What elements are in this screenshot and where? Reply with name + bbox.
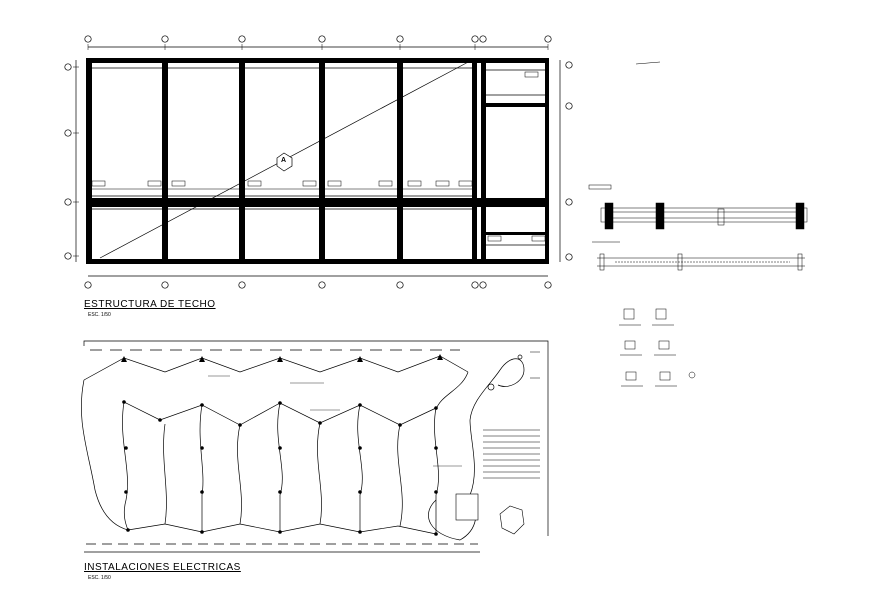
beam-details — [588, 61, 808, 387]
meter-box — [455, 493, 479, 521]
roof-plan-title: ESTRUCTURA DE TECHO — [84, 299, 216, 310]
roof-structure-plan — [64, 35, 573, 289]
beams — [86, 58, 549, 264]
legend-table — [483, 351, 540, 479]
beam-section-1 — [592, 202, 808, 243]
electrical-plan-title: INSTALACIONES ELECTRICAS — [84, 562, 241, 573]
grid-axis-right — [559, 60, 573, 262]
meter-symbol — [499, 505, 525, 535]
fixtures — [121, 354, 443, 536]
grid-axis-top — [84, 35, 552, 48]
electrical-plan-scale: ESC. 1/50 — [88, 575, 111, 581]
section-marker-label: A — [281, 157, 287, 164]
electrical-plan — [81, 340, 549, 553]
roof-plan-scale: ESC. 1/50 — [88, 312, 111, 318]
cross-sections — [619, 308, 696, 387]
grid-axis-left — [64, 60, 77, 262]
beam-tags — [91, 71, 546, 242]
dimension-ticks — [73, 44, 549, 257]
beam-section-2 — [597, 253, 805, 271]
grid-axis-bottom — [84, 275, 552, 289]
